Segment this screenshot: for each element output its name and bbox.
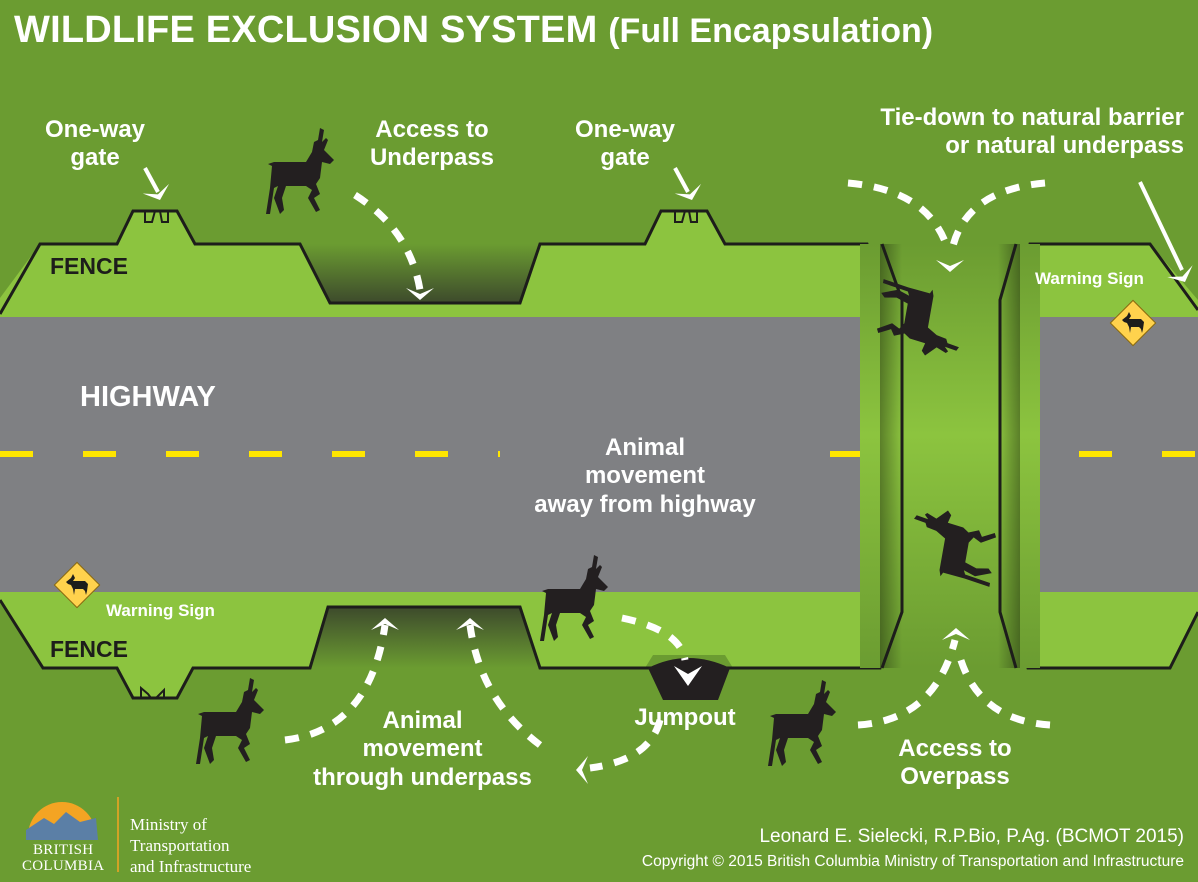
label-line: movement [584, 462, 706, 490]
logo-line: Transportation [130, 836, 230, 855]
one-way-gate-top-left [144, 210, 169, 223]
label-fence-bottom: FENCE [50, 636, 128, 662]
label-line: Access to [898, 735, 1012, 762]
label-warning-sign-bottom: Warning Sign [106, 601, 215, 620]
label-access-overpass: Access to Overpass [870, 735, 1040, 792]
label-fence-top: FENCE [50, 253, 128, 279]
center-line-dash [83, 451, 116, 457]
one-way-gate-bottom [140, 685, 165, 699]
top-verge [0, 211, 882, 317]
logo-line: and Infrastructure [130, 857, 252, 876]
center-line-dash [1079, 451, 1112, 457]
label-tie-down: Tie-down to natural barrier or natural u… [880, 104, 1184, 161]
arrow-jumpout-out [589, 718, 664, 772]
label-line: One-way [574, 116, 676, 143]
label-line: Overpass [900, 763, 1010, 791]
label-line: movement [362, 735, 483, 763]
underpass-entry-bottom [310, 607, 540, 668]
arrow-access-underpass [353, 192, 424, 291]
wildlife-overpass [860, 243, 1040, 669]
fence-line-top [0, 209, 884, 315]
copyright-notice: Copyright © 2015 British Columbia Minist… [641, 853, 1184, 870]
logo-line: BRITISH [32, 842, 94, 858]
center-line-dash [0, 451, 33, 457]
bottom-verge [0, 592, 890, 698]
label-line: Access to [375, 116, 489, 143]
label-line: or natural underpass [945, 132, 1184, 160]
label-line: through underpass [313, 763, 532, 791]
fence-line-bottom [0, 599, 892, 700]
bc-logo-icon [26, 797, 119, 872]
label-line: away from highway [534, 490, 756, 518]
arrow-underpass-left [284, 624, 389, 744]
logo-line: COLUMBIA [22, 858, 105, 874]
center-line-dash [415, 451, 448, 457]
center-line-dash [830, 451, 863, 457]
arrow-tie-down-left [847, 179, 952, 252]
center-line-dash [249, 451, 282, 457]
center-line-dash [332, 451, 365, 457]
label-line: Underpass [369, 144, 495, 172]
dashed-arrows [284, 179, 1051, 772]
label-line: Tie-down to natural barrier [880, 104, 1184, 131]
label-access-underpass: Access to Underpass [352, 116, 512, 173]
label-line: gate [600, 144, 650, 172]
arrow-overpass-right [954, 649, 1051, 729]
title-sub: (Full Encapsulation) [608, 12, 934, 50]
logo-line: Ministry of [130, 815, 207, 834]
label-away-from-highway: Animal movement away from highway [500, 434, 790, 519]
center-line-dash [166, 451, 199, 457]
solid-arrow-lines [143, 167, 1184, 271]
arrow-tie-down-right [948, 179, 1046, 251]
author-credit: Leonard E. Sielecki, R.P.Bio, P.Ag. (BCM… [759, 826, 1184, 847]
label-highway: HIGHWAY [80, 381, 216, 413]
jumpout-arrow-icon [674, 666, 702, 686]
label-line: Animal [382, 707, 463, 734]
label-warning-sign-top: Warning Sign [1035, 269, 1144, 288]
title-main: WILDLIFE EXCLUSION SYSTEM [14, 9, 598, 51]
label-one-way-gate-left: One-way gate [30, 116, 160, 173]
label-through-underpass: Animal movement through underpass [290, 707, 555, 792]
underpass-entry-top [300, 244, 540, 303]
bc-wordmark: BRITISH COLUMBIA [22, 842, 104, 874]
arrow-jumpout-in [621, 614, 689, 661]
page-title: WILDLIFE EXCLUSION SYSTEM (Full Encapsul… [14, 8, 933, 53]
center-line-dash [1162, 451, 1195, 457]
label-line: One-way [44, 116, 146, 143]
label-line: gate [70, 144, 120, 172]
ministry-name: Ministry of Transportation and Infrastru… [130, 814, 251, 877]
one-way-gate-top-right [674, 210, 698, 223]
top-verge-right [1018, 244, 1198, 317]
label-jumpout: Jumpout [634, 704, 736, 731]
label-line: Animal [604, 434, 685, 461]
label-one-way-gate-right: One-way gate [560, 116, 690, 173]
bottom-verge-right [1018, 592, 1198, 668]
